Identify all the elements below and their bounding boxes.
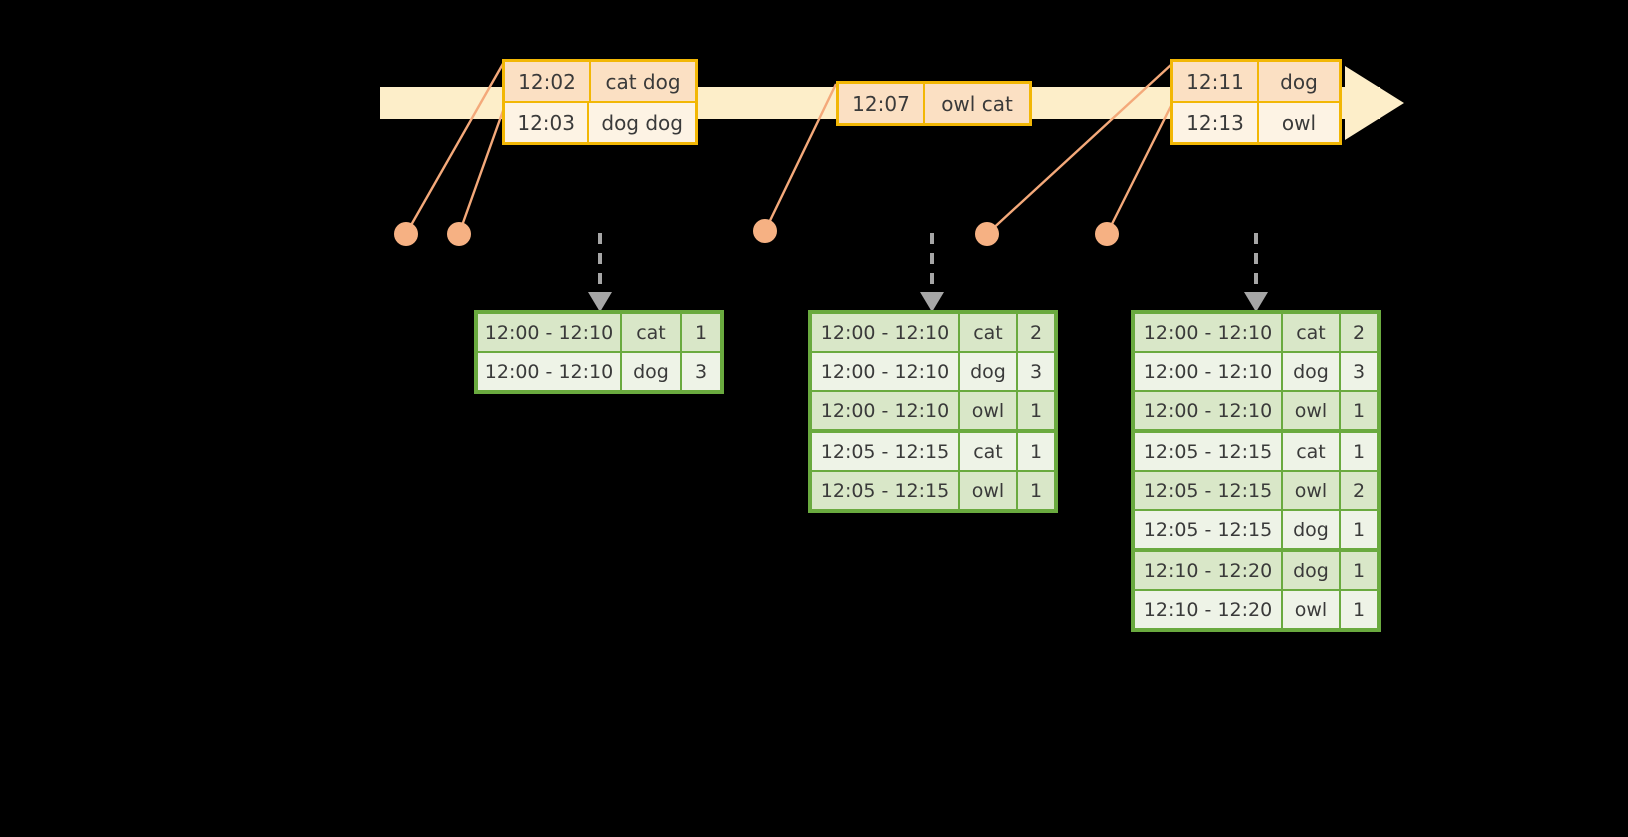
result-count: 2 [1029, 321, 1043, 344]
connector-dots [394, 219, 1119, 246]
event-words: dog dog [601, 110, 683, 135]
result-count: 1 [1352, 598, 1366, 621]
result-key: cat [1283, 314, 1341, 351]
result-window: 12:05 - 12:15 [1135, 433, 1283, 470]
result-window: 12:00 - 12:10 [812, 353, 960, 390]
result-window: 12:10 - 12:20 [1135, 552, 1283, 589]
event-words: owl cat [941, 91, 1013, 116]
timeline-dot [394, 222, 418, 246]
emit-arrow-heads [588, 292, 1268, 312]
timeline-event-row[interactable]: 12:13 owl [1173, 101, 1339, 142]
emit-arrows [598, 233, 1258, 292]
result-window: 12:05 - 12:15 [1135, 511, 1283, 548]
result-count: 2 [1352, 479, 1366, 502]
timeline-dot [1095, 222, 1119, 246]
result-count: 1 [1029, 399, 1043, 422]
result-window: 12:00 - 12:10 [1135, 314, 1283, 351]
timeline-event-row[interactable]: 12:03 dog dog [505, 101, 695, 142]
timeline-event-row[interactable]: 12:07 owl cat [839, 84, 1029, 123]
event-time: 12:02 [505, 62, 591, 101]
event-time: 12:13 [1173, 103, 1259, 142]
result-window: 12:00 - 12:10 [1135, 353, 1283, 390]
result-count: 1 [1029, 479, 1043, 502]
result-count: 1 [1352, 559, 1366, 582]
result-key: dog [622, 353, 682, 390]
result-window: 12:00 - 12:10 [812, 314, 960, 351]
result-key: cat [622, 314, 682, 351]
result-key: dog [1283, 552, 1341, 589]
result-key: owl [1283, 392, 1341, 429]
result-count: 1 [1029, 440, 1043, 463]
event-time: 12:03 [505, 103, 590, 142]
result-window: 12:05 - 12:15 [812, 472, 960, 509]
event-words: owl [1281, 110, 1317, 135]
timeline-event-box-1[interactable]: 12:02 cat dog 12:03 dog dog [502, 59, 698, 145]
result-count: 1 [694, 321, 708, 344]
result-window: 12:00 - 12:10 [478, 314, 622, 351]
result-key: cat [960, 433, 1018, 470]
timeline-event-box-3[interactable]: 12:11 dog 12:13 owl [1170, 59, 1342, 145]
result-window: 12:00 - 12:10 [812, 392, 960, 429]
result-window: 12:00 - 12:10 [478, 353, 622, 390]
event-words: cat dog [605, 69, 681, 94]
timeline-dot [753, 219, 777, 243]
event-time: 12:07 [839, 84, 925, 123]
event-time: 12:11 [1173, 62, 1259, 101]
result-count: 3 [1352, 360, 1366, 383]
timeline-dot [447, 222, 471, 246]
result-count: 3 [1029, 360, 1043, 383]
result-key: owl [1283, 472, 1341, 509]
result-key: owl [960, 472, 1018, 509]
timeline-event-box-2[interactable]: 12:07 owl cat [836, 81, 1032, 126]
result-key: owl [1283, 591, 1341, 628]
result-window: 12:10 - 12:20 [1135, 591, 1283, 628]
result-count: 1 [1352, 518, 1366, 541]
result-window: 12:00 - 12:10 [1135, 392, 1283, 429]
result-count: 1 [1352, 440, 1366, 463]
result-window: 12:05 - 12:15 [812, 433, 960, 470]
result-count: 2 [1352, 321, 1366, 344]
result-key: cat [1283, 433, 1341, 470]
event-words: dog [1280, 69, 1318, 94]
timeline-event-row[interactable]: 12:11 dog [1173, 62, 1339, 101]
result-key: dog [1283, 511, 1341, 548]
result-key: dog [1283, 353, 1341, 390]
result-key: cat [960, 314, 1018, 351]
result-window: 12:05 - 12:15 [1135, 472, 1283, 509]
result-count: 1 [1352, 399, 1366, 422]
result-key: dog [960, 353, 1018, 390]
result-key: owl [960, 392, 1018, 429]
timeline-dot [975, 222, 999, 246]
timeline-event-row[interactable]: 12:02 cat dog [505, 62, 695, 101]
result-count: 3 [694, 360, 708, 383]
